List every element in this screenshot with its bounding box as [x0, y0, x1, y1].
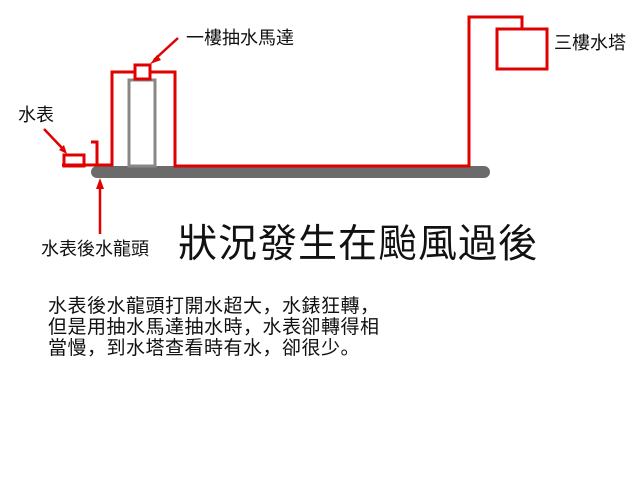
arrow-meter [43, 128, 67, 154]
label-faucet: 水表後水龍頭 [41, 239, 149, 260]
diagram-title: 狀況發生在颱風過後 [178, 222, 539, 267]
label-water-tower: 三樓水塔 [554, 33, 626, 54]
pipe-to-tower [178, 15, 524, 168]
arrow-faucet [96, 178, 104, 234]
pipe-motor-loop [97, 70, 178, 168]
pump-column [127, 78, 157, 168]
description-line: 但是用抽水馬達抽水時，水表卻轉得相 [48, 316, 380, 338]
pump-motor [133, 63, 152, 81]
label-pump-motor: 一樓抽水馬達 [186, 28, 294, 49]
description-line: 水表後水龍頭打開水超大，水錶狂轉， [48, 295, 380, 317]
faucet-pipe [91, 140, 99, 165]
description-line: 當慢，到水塔查看時有水，卻很少。 [48, 337, 361, 359]
label-water-meter: 水表 [18, 105, 54, 126]
water-tower [495, 27, 549, 71]
description: 水表後水龍頭打開水超大，水錶狂轉， 但是用抽水馬達抽水時，水表卻轉得相 當慢，到… [48, 296, 428, 359]
arrow-motor [150, 37, 179, 64]
